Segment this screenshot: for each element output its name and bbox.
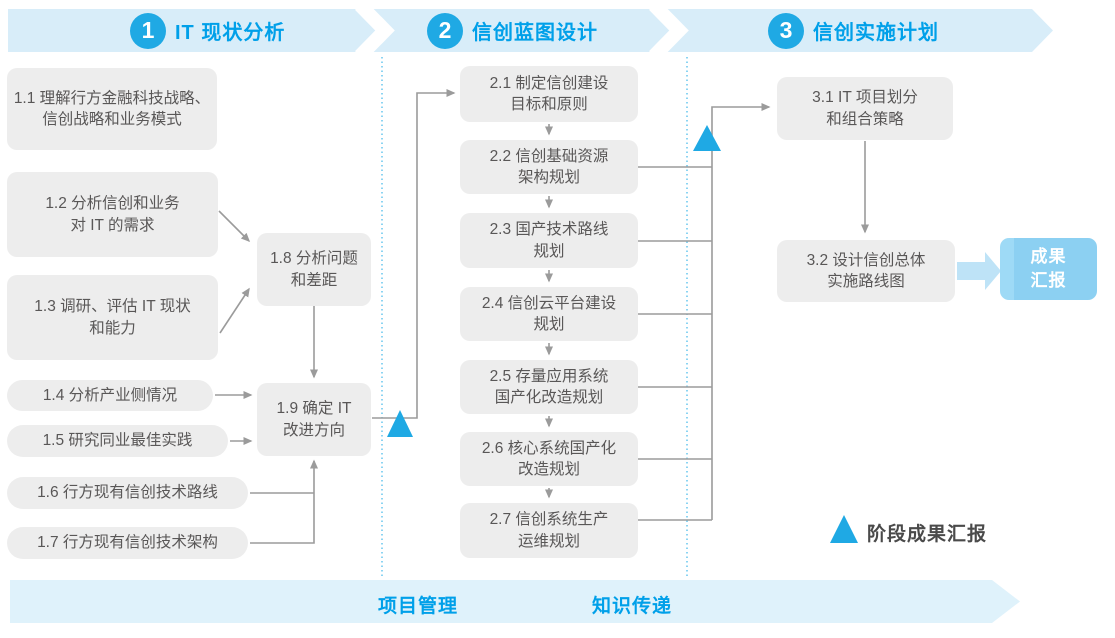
task-box-1-5: 1.5 研究同业最佳实践 [7, 425, 228, 457]
task-box-1-4: 1.4 分析产业侧情况 [7, 380, 213, 411]
task-box-3-1: 3.1 IT 项目划分 和组合策略 [777, 77, 953, 140]
task-box-2-6: 2.6 核心系统国产化 改造规划 [460, 432, 638, 486]
task-box-1-3: 1.3 调研、评估 IT 现状 和能力 [7, 275, 218, 360]
task-box-2-3: 2.3 国产技术路线 规划 [460, 213, 638, 268]
task-box-1-7: 1.7 行方现有信创技术架构 [7, 527, 248, 559]
phase-2-number-badge: 2 [427, 12, 463, 49]
task-box-1-2: 1.2 分析信创和业务 对 IT 的需求 [7, 172, 218, 257]
phase-3-title: 信创实施计划 [813, 22, 939, 44]
task-box-1-9: 1.9 确定 IT 改进方向 [257, 383, 371, 456]
phase-banner-separators [355, 0, 689, 61]
milestone-triangle-phase2 [693, 125, 721, 151]
phase-3-number-badge: 3 [768, 12, 804, 49]
phase-header-2: 2 信创蓝图设计 [427, 9, 598, 52]
task-box-1-1: 1.1 理解行方金融科技战略、 信创战略和业务模式 [7, 68, 217, 150]
task-box-1-8: 1.8 分析问题 和差距 [257, 233, 371, 306]
legend-triangle-icon [830, 515, 858, 543]
footer-item-knowledge-transfer: 知识传递 [592, 596, 673, 617]
footer-item-project-management: 项目管理 [378, 596, 459, 617]
task-box-2-5: 2.5 存量应用系统 国产化改造规划 [460, 360, 638, 414]
task-box-2-1: 2.1 制定信创建设 目标和原则 [460, 66, 638, 122]
task-box-1-6: 1.6 行方现有信创技术路线 [7, 477, 248, 509]
milestone-triangle-phase1 [387, 410, 413, 437]
phase-2-title: 信创蓝图设计 [472, 22, 598, 44]
task-box-2-4: 2.4 信创云平台建设 规划 [460, 287, 638, 341]
phase-1-number-badge: 1 [130, 12, 166, 49]
deliverable-arrow-icon [985, 252, 1001, 290]
deliverable-box: 成果 汇报 [1000, 238, 1097, 300]
task-box-3-2: 3.2 设计信创总体 实施路线图 [777, 240, 955, 302]
phase-divider-dotted-lines [381, 57, 688, 578]
phase-1-title: IT 现状分析 [175, 22, 286, 44]
task-box-2-7: 2.7 信创系统生产 运维规划 [460, 503, 638, 558]
phase-header-3: 3 信创实施计划 [768, 9, 939, 52]
footer-band [10, 580, 1020, 623]
connector-lines [215, 89, 869, 544]
task-box-2-2: 2.2 信创基础资源 架构规划 [460, 140, 638, 194]
legend-label: 阶段成果汇报 [867, 524, 988, 545]
phase-header-1: 1 IT 现状分析 [130, 9, 285, 52]
deliverable-arrow-body [957, 262, 985, 280]
